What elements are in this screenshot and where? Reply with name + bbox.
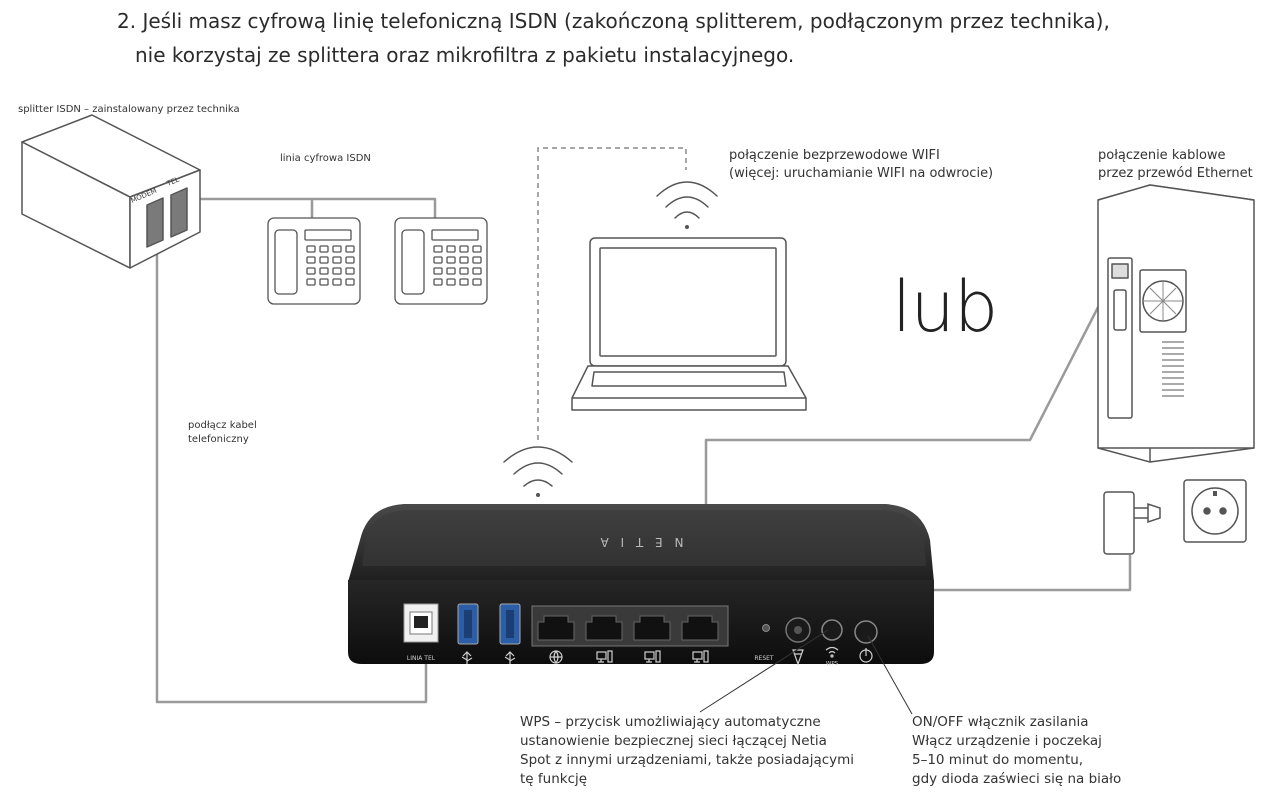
router-port-icons: [461, 646, 873, 666]
cable-label-line-2: telefoniczny: [188, 434, 249, 445]
router-reset-label: RESET: [754, 655, 774, 662]
laptop-icon: [571, 237, 807, 411]
wps-caption-line-4: tę funkcję: [520, 771, 588, 787]
power-caption-line-4: gdy dioda zaświeci się na biało: [912, 771, 1122, 787]
cable-isdn-line: [190, 197, 437, 218]
wps-leader-line: [699, 629, 829, 713]
isdn-splitter: [21, 114, 201, 269]
cable-telephone: [155, 246, 428, 704]
splitter-label: splitter ISDN – zainstalowany przez tech…: [18, 104, 240, 115]
wps-caption-line-3: Spot z innymi urządzeniami, także posiad…: [520, 752, 855, 768]
wifi-label-line-2: (więcej: uruchamianie WIFI na odwrocie): [729, 166, 994, 181]
isdn-phone-2: [394, 217, 488, 305]
router-wps-label: WPS: [826, 661, 839, 667]
router-port-line-tel-label: LINIA TEL: [407, 655, 436, 662]
usb-icon-2: [504, 651, 516, 664]
power-adapter-icon: [1103, 491, 1161, 555]
desktop-computer-icon: [1097, 184, 1255, 463]
heading-line-2: nie korzystaj ze splittera oraz mikrofil…: [135, 43, 795, 67]
or-label: lub: [892, 266, 998, 348]
wall-socket-icon: [1183, 479, 1247, 543]
wifi-signal-icon-router: [503, 446, 573, 497]
power-caption-line-1: ON/OFF włącznik zasilania: [912, 714, 1089, 730]
power-plug-icon: [792, 649, 804, 666]
isdn-phone-1: [267, 217, 361, 305]
power-caption-line-3: 5–10 minut do momentu,: [912, 752, 1084, 768]
router-brand-logo: N E T I A: [597, 535, 684, 549]
power-leader-line: [867, 635, 913, 715]
usb-icon-1: [461, 651, 473, 664]
wps-caption-line-1: WPS – przycisk umożliwiający automatyczn…: [520, 714, 821, 730]
wps-wifi-icon: [825, 646, 839, 654]
wps-caption-line-2: ustanowienie bezpiecznej sieci łączącej …: [520, 733, 827, 749]
ethernet-label-line-1: połączenie kablowe: [1098, 148, 1226, 163]
cable-label-line-1: podłącz kabel: [188, 420, 257, 431]
power-caption-line-2: Włącz urządzenie i poczekaj: [912, 733, 1102, 749]
wifi-label-line-1: połączenie bezprzewodowe WIFI: [729, 148, 940, 163]
wifi-link-dashed: [537, 147, 687, 440]
ethernet-label-line-2: przez przewód Ethernet: [1098, 166, 1253, 181]
heading-line-1: 2. Jeśli masz cyfrową linię telefoniczną…: [117, 9, 1110, 33]
netia-spot-router: N E T I A: [348, 504, 934, 667]
isdn-line-label: linia cyfrowa ISDN: [280, 153, 371, 164]
wifi-signal-icon-laptop: [656, 181, 718, 229]
